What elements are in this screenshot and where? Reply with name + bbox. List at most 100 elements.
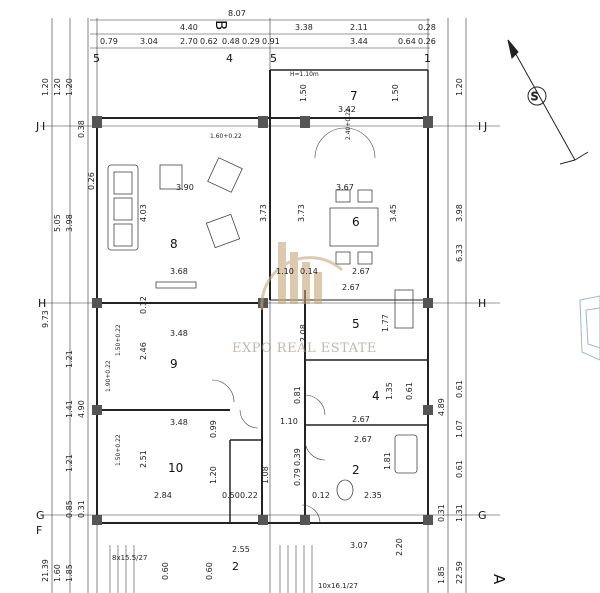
svg-text:22.59: 22.59 [455, 561, 464, 584]
svg-text:1.90+0.22: 1.90+0.22 [105, 360, 112, 392]
svg-text:1.21: 1.21 [65, 350, 74, 368]
svg-text:3.07: 3.07 [350, 541, 368, 550]
axis-i-right: I [478, 120, 481, 133]
svg-text:0.79: 0.79 [100, 37, 118, 46]
svg-text:2.11: 2.11 [350, 23, 368, 32]
svg-text:0.99: 0.99 [209, 420, 218, 438]
svg-text:3.45: 3.45 [389, 204, 398, 222]
svg-text:1.50: 1.50 [391, 84, 400, 102]
svg-text:0.12: 0.12 [312, 491, 330, 500]
svg-text:21.39: 21.39 [41, 559, 50, 582]
svg-text:1.77: 1.77 [381, 314, 390, 332]
axis-f-left: F [36, 524, 42, 537]
svg-text:3.04: 3.04 [140, 37, 158, 46]
svg-text:1.50+0.22: 1.50+0.22 [115, 324, 122, 356]
axis-j-left: J [35, 120, 39, 133]
dims-top: 0.79 3.04 2.70 4.40 0.62 0.48 0.29 0.91 … [100, 9, 436, 46]
svg-text:3.68: 3.68 [170, 267, 188, 276]
axis-1-top: 1 [424, 52, 431, 65]
axis-h-right: H [478, 297, 486, 310]
axis-g-left: G [36, 509, 45, 522]
room-9: 9 [170, 357, 178, 371]
room-4: 4 [372, 389, 380, 403]
svg-text:1.10: 1.10 [280, 417, 298, 426]
axis-4-top: 4 [226, 52, 233, 65]
svg-text:0.31: 0.31 [77, 500, 86, 518]
svg-text:0.28: 0.28 [418, 23, 436, 32]
stair-note-2: 8x15.5/27 [112, 554, 147, 562]
svg-text:0.14: 0.14 [300, 267, 318, 276]
svg-text:0.62: 0.62 [200, 37, 218, 46]
svg-text:0.79: 0.79 [293, 468, 302, 486]
stair-note: 10x16.1/27 [318, 582, 358, 590]
room-5: 5 [352, 317, 360, 331]
svg-text:1.60: 1.60 [53, 564, 62, 582]
axis-labels-bottom: 2 [232, 560, 239, 573]
dims-left: 1.20 1.20 1.20 0.38 0.26 5.05 3.98 9.73 … [41, 78, 96, 582]
axis-labels-top: 5 4 5 1 [93, 52, 431, 65]
svg-text:1.81: 1.81 [383, 452, 392, 470]
window-notes: 1.50+0.22 1.50+0.22 1.60+0.22 2.40+0.22 … [105, 71, 352, 466]
svg-text:0.61: 0.61 [455, 460, 464, 478]
svg-text:1.85: 1.85 [437, 566, 446, 584]
svg-text:1.35: 1.35 [385, 382, 394, 400]
svg-text:4.90: 4.90 [77, 400, 86, 418]
svg-text:0.29: 0.29 [242, 37, 260, 46]
svg-text:3.98: 3.98 [455, 204, 464, 222]
svg-text:0.85: 0.85 [65, 500, 74, 518]
svg-text:2.20: 2.20 [395, 538, 404, 556]
svg-text:0.22: 0.22 [240, 491, 258, 500]
svg-text:0.91: 0.91 [262, 37, 280, 46]
svg-text:4.89: 4.89 [437, 398, 446, 416]
svg-text:0.50: 0.50 [222, 491, 240, 500]
svg-text:1.21: 1.21 [65, 454, 74, 472]
dims-right: 1.20 3.98 6.33 4.89 1.07 0.61 0.61 0.31 … [437, 78, 464, 584]
svg-text:4.03: 4.03 [139, 204, 148, 222]
svg-text:2.67: 2.67 [354, 435, 372, 444]
axis-j-right: J [483, 120, 487, 133]
svg-text:0.64: 0.64 [398, 37, 416, 46]
svg-text:0.81: 0.81 [293, 386, 302, 404]
room-10: 10 [168, 461, 183, 475]
svg-text:3.42: 3.42 [338, 105, 356, 114]
north-symbol: S [531, 90, 538, 103]
section-marker-bottom: A [490, 574, 508, 585]
axis-5b-top: 5 [270, 52, 277, 65]
svg-text:0.38: 0.38 [77, 120, 86, 138]
svg-text:2.46: 2.46 [139, 342, 148, 360]
axis-g-right: G [478, 509, 487, 522]
svg-text:0.60: 0.60 [205, 562, 214, 580]
axis-labels-right: I J H G [478, 120, 487, 522]
svg-text:0.39: 0.39 [293, 448, 302, 466]
svg-text:1.41: 1.41 [65, 400, 74, 418]
svg-text:1.20: 1.20 [455, 78, 464, 96]
svg-text:2.55: 2.55 [232, 545, 250, 554]
svg-text:1.07: 1.07 [455, 420, 464, 438]
svg-text:1.10: 1.10 [276, 267, 294, 276]
svg-text:2.08: 2.08 [299, 324, 308, 342]
axis-h-left: H [38, 297, 46, 310]
axis-labels-left: J I H G F [35, 120, 46, 537]
svg-text:3.73: 3.73 [259, 204, 268, 222]
room-8: 8 [170, 237, 178, 251]
svg-text:1.31: 1.31 [455, 504, 464, 522]
svg-text:1.50: 1.50 [299, 84, 308, 102]
svg-text:3.48: 3.48 [170, 329, 188, 338]
room-6: 6 [352, 215, 360, 229]
svg-text:2.84: 2.84 [154, 491, 172, 500]
axis-2-bottom: 2 [232, 560, 239, 573]
svg-text:0.26: 0.26 [418, 37, 436, 46]
svg-text:0.60: 0.60 [161, 562, 170, 580]
svg-text:1.60+0.22: 1.60+0.22 [210, 133, 242, 140]
axis-i-left: I [42, 120, 45, 133]
room-2: 2 [352, 463, 360, 477]
svg-text:1.08: 1.08 [261, 466, 270, 484]
watermark-logo: EXPO REAL ESTATE [232, 242, 377, 356]
svg-text:3.98: 3.98 [65, 214, 74, 232]
svg-text:2.67: 2.67 [352, 415, 370, 424]
svg-text:H=1.10m: H=1.10m [290, 71, 319, 78]
svg-text:2.67: 2.67 [342, 283, 360, 292]
watermark-text: EXPO REAL ESTATE [232, 341, 377, 356]
svg-text:8.07: 8.07 [228, 9, 246, 18]
svg-text:0.61: 0.61 [455, 380, 464, 398]
